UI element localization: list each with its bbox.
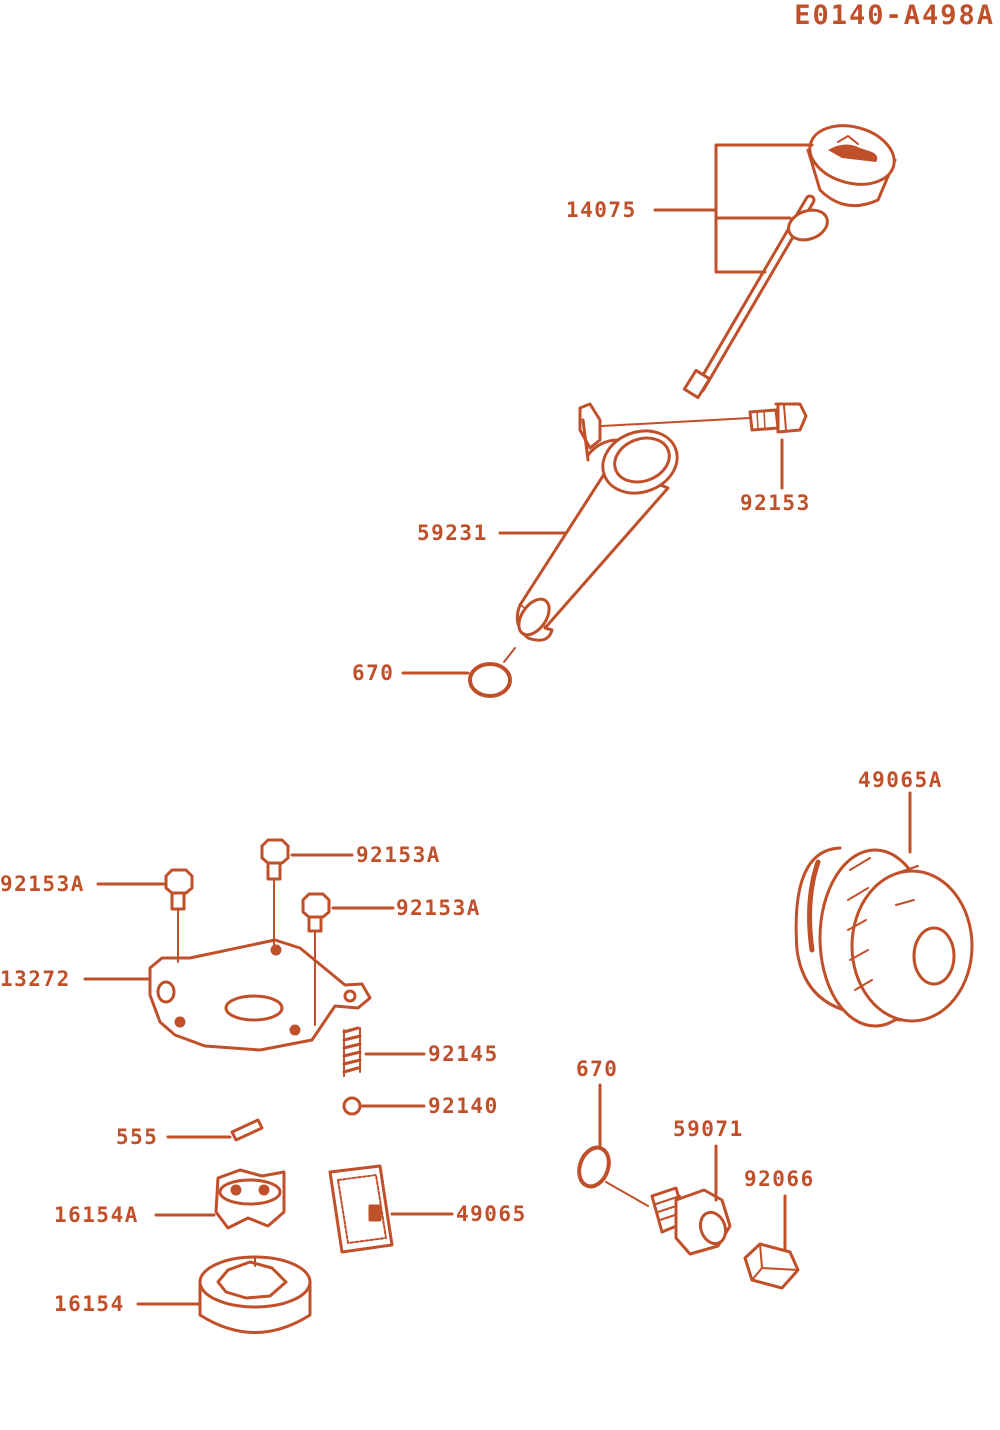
label-49065A: 49065A	[858, 768, 943, 792]
label-13272: 13272	[0, 967, 71, 991]
spring-part[interactable]	[342, 1026, 362, 1077]
diagram-id: E0140-A498A	[794, 0, 995, 31]
ball-part[interactable]	[342, 1096, 362, 1116]
label-92153A-1: 92153A	[0, 872, 85, 896]
o-ring-bottom-part[interactable]	[574, 1143, 614, 1190]
oil-screen-part[interactable]	[328, 1164, 394, 1254]
oil-filter-part[interactable]	[794, 846, 974, 1028]
bolt-92153A-2-part[interactable]	[260, 838, 290, 946]
drain-fitting-part[interactable]	[650, 1186, 732, 1256]
label-670-top: 670	[352, 661, 394, 685]
bolt-92153-part[interactable]	[601, 402, 808, 434]
label-92153A-3: 92153A	[396, 896, 481, 920]
label-92145: 92145	[428, 1042, 499, 1066]
label-16154: 16154	[54, 1292, 125, 1316]
label-14075: 14075	[566, 198, 637, 222]
o-ring-top-part[interactable]	[468, 662, 512, 698]
oil-filler-tube-part[interactable]	[513, 402, 686, 642]
label-670-bottom: 670	[576, 1057, 618, 1081]
dipstick-part[interactable]	[682, 117, 900, 400]
label-59071: 59071	[673, 1117, 744, 1141]
label-16154A: 16154A	[54, 1203, 139, 1227]
bolt-92153A-1-part[interactable]	[164, 868, 194, 963]
label-49065: 49065	[456, 1202, 527, 1226]
drain-plug-part[interactable]	[743, 1242, 800, 1290]
outer-rotor-part[interactable]	[198, 1255, 312, 1334]
inner-rotor-part[interactable]	[214, 1168, 286, 1230]
callout-14075	[653, 143, 814, 274]
pin-part[interactable]	[230, 1118, 264, 1142]
bolt-92153A-3-part[interactable]	[301, 892, 331, 1026]
label-92153A-2: 92153A	[356, 843, 441, 867]
label-92066: 92066	[744, 1167, 815, 1191]
label-59231: 59231	[417, 521, 488, 545]
pump-cover-plate-part[interactable]	[148, 938, 372, 1052]
label-92140: 92140	[428, 1094, 499, 1118]
label-92153: 92153	[740, 491, 811, 515]
label-555: 555	[116, 1125, 158, 1149]
